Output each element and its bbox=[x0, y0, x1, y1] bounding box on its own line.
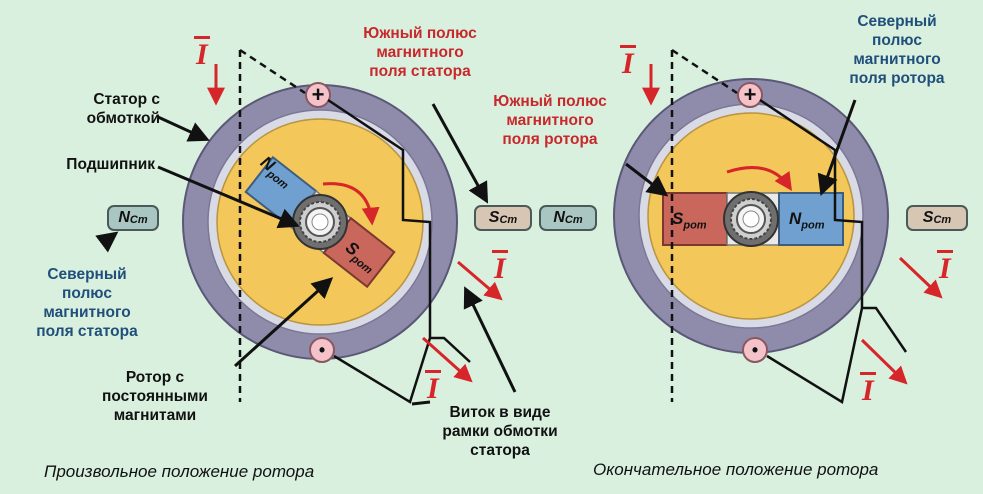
pointer-coil-center bbox=[411, 400, 431, 406]
left-south-stator-pole: SСт bbox=[474, 205, 532, 231]
pointer-bearing bbox=[157, 165, 300, 229]
left-terminal-plus bbox=[305, 82, 331, 108]
left-coil-solid bbox=[327, 98, 471, 404]
current-symbol-left-top: I bbox=[194, 36, 210, 71]
right-rotor-north-label: Nрот bbox=[789, 209, 825, 232]
label-rotor-pm: Ротор с постоянными магнитами bbox=[102, 369, 208, 424]
pointer-north-rotor bbox=[817, 99, 857, 196]
label-north-stator: Северный полюс магнитного поля статора bbox=[36, 266, 138, 340]
pointer-rotor bbox=[233, 277, 334, 368]
left-terminal-plus-glyph: + bbox=[311, 82, 325, 107]
caption-right: Окончательное положение ротора bbox=[593, 460, 879, 479]
right-current-arrow-mid bbox=[898, 256, 943, 299]
left-terminal-dot-glyph: • bbox=[318, 340, 326, 360]
left-current-arrow-bot bbox=[422, 336, 473, 383]
left-motor bbox=[182, 48, 503, 404]
label-stator-winding: Статор с обмоткой bbox=[86, 91, 160, 127]
right-south-magnet bbox=[662, 192, 728, 246]
right-bearing bbox=[723, 191, 779, 247]
left-north-stator-pole: NСт bbox=[107, 205, 159, 231]
callout-pointers bbox=[95, 99, 857, 406]
right-rotation-arrow bbox=[726, 166, 792, 191]
right-coil-solid bbox=[759, 98, 908, 404]
label-south-stator: Южный полюс магнитного поля статора bbox=[363, 25, 477, 80]
pointer-south-rotor bbox=[625, 162, 669, 197]
left-coil-dashed bbox=[238, 48, 306, 402]
right-terminal-dot bbox=[742, 337, 768, 363]
right-terminal-dot-glyph: • bbox=[751, 340, 759, 360]
left-rotation-arrow bbox=[322, 182, 380, 226]
right-coil-dashed bbox=[670, 48, 738, 402]
right-terminal-plus-glyph: + bbox=[743, 82, 757, 107]
caption-left: Произвольное положение ротора bbox=[44, 462, 315, 481]
left-bearing bbox=[292, 194, 348, 250]
current-symbol-left-bot: I bbox=[425, 370, 441, 405]
pointer-south-stator bbox=[431, 103, 489, 204]
right-north-magnet bbox=[778, 192, 844, 246]
right-motor bbox=[613, 48, 943, 404]
pointer-stator bbox=[157, 115, 210, 142]
current-symbol-right-top: I bbox=[620, 45, 636, 80]
label-north-rotor: Северный полюс магнитного поля ротора bbox=[849, 13, 945, 87]
label-coil-frame: Виток в виде рамки обмотки статора bbox=[442, 404, 558, 459]
current-symbol-right-mid: I bbox=[937, 250, 953, 285]
left-terminal-dot bbox=[309, 337, 335, 363]
right-south-stator-pole: SСт bbox=[906, 205, 968, 231]
label-south-rotor: Южный полюс магнитного поля ротора bbox=[493, 93, 607, 148]
right-rotor-south-label: Sрот bbox=[672, 209, 707, 232]
right-north-stator-pole: NСт bbox=[539, 205, 597, 231]
pointer-coil-left bbox=[463, 286, 517, 393]
current-symbol-left-mid: I bbox=[492, 250, 508, 285]
label-bearing: Подшипник bbox=[66, 156, 155, 173]
pointer-north-stator bbox=[95, 231, 119, 253]
left-current-arrow-mid bbox=[457, 260, 503, 301]
right-current-arrow-bot bbox=[860, 338, 908, 385]
current-symbol-right-bot: I bbox=[860, 372, 876, 407]
right-terminal-plus bbox=[737, 82, 763, 108]
